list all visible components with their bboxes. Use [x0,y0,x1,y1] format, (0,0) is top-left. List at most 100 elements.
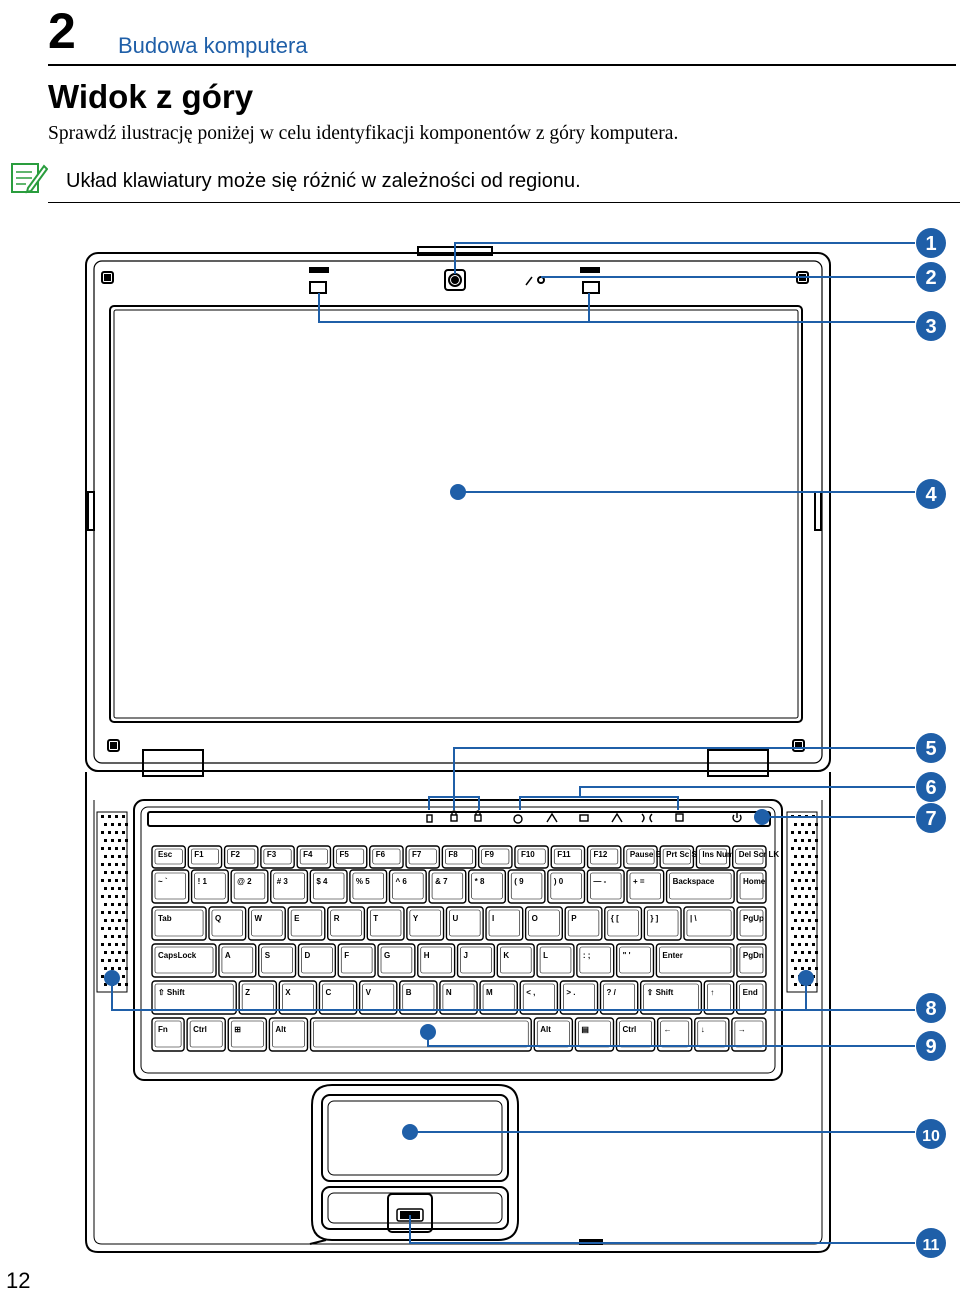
key-label: ( 9 [514,877,524,886]
speaker-hole [101,943,104,946]
speaker-hole [798,863,801,866]
key[interactable]: Home [736,869,767,904]
key[interactable]: ? / [599,980,639,1015]
key[interactable]: * 8 [467,869,507,904]
speaker-hole [122,943,125,946]
key[interactable]: ~ ` [151,869,190,904]
key[interactable]: ← [656,1017,693,1052]
key[interactable]: — - [586,869,625,904]
key[interactable]: Ctrl [615,1017,656,1052]
speaker-hole [125,839,128,842]
key[interactable]: F3 [260,845,295,869]
key[interactable]: Q [208,906,247,941]
key[interactable]: G [377,943,416,978]
key[interactable]: # 3 [270,869,309,904]
key[interactable]: M [479,980,518,1015]
key-label: < , [526,988,535,997]
callout-badge: 2 [916,262,946,292]
key[interactable]: F11 [550,845,586,869]
key[interactable]: Fn [151,1017,185,1052]
key[interactable]: F7 [405,845,441,869]
key[interactable]: A [218,943,257,978]
key[interactable]: ⇧ Shift [151,980,237,1015]
key[interactable]: ^ 6 [388,869,427,904]
key[interactable]: F [337,943,376,978]
key[interactable]: F4 [296,845,332,869]
key[interactable]: F1 [187,845,223,869]
callout-badge: 4 [916,479,946,509]
speaker-hole [798,927,801,930]
key[interactable]: L [536,943,575,978]
speaker-hole [815,919,818,922]
key[interactable]: Backspace [665,869,735,904]
key[interactable]: Tab [151,906,207,941]
key[interactable]: Y [406,906,445,941]
speaker-hole [108,895,111,898]
key[interactable]: " ' [615,943,655,978]
key[interactable]: + = [626,869,665,904]
key[interactable]: O [524,906,563,941]
key[interactable]: J [456,943,496,978]
key[interactable]: F12 [586,845,622,869]
key[interactable]: } ] [643,906,682,941]
key[interactable]: F6 [369,845,404,869]
key[interactable]: CapsLock [151,943,217,978]
key[interactable]: Ctrl [186,1017,226,1052]
key[interactable]: W [247,906,286,941]
key[interactable]: ⇧ Shift [639,980,703,1015]
key[interactable]: Esc [151,845,186,869]
speaker-hole [798,831,801,834]
key[interactable]: PgUp [736,906,767,941]
key[interactable]: P [564,906,603,941]
key[interactable]: Del Scr LK [732,845,780,869]
key[interactable]: ↓ [694,1017,730,1052]
key[interactable]: Pause Break [623,845,679,869]
speaker-hole [118,967,121,970]
key[interactable]: ↑ [703,980,735,1015]
key[interactable]: Alt [268,1017,309,1052]
key[interactable]: < , [519,980,559,1015]
key[interactable]: F2 [223,845,259,869]
key[interactable]: & 7 [428,869,467,904]
key[interactable]: T [366,906,405,941]
key[interactable]: S [257,943,297,978]
key[interactable]: U [445,906,484,941]
key[interactable]: | \ [683,906,735,941]
key[interactable]: F9 [477,845,513,869]
key[interactable]: Alt [533,1017,574,1052]
key[interactable]: $ 4 [309,869,348,904]
speaker-hole [794,967,797,970]
key[interactable]: End [735,980,767,1015]
key[interactable]: : ; [576,943,615,978]
key[interactable]: F8 [441,845,477,869]
key[interactable]: { [ [604,906,643,941]
key[interactable]: H [417,943,456,978]
key[interactable]: I [485,906,524,941]
key[interactable]: F5 [332,845,368,869]
key[interactable]: F10 [514,845,549,869]
key-label: ) 0 [554,877,564,886]
key[interactable]: ▤ [574,1017,615,1052]
key[interactable]: PgDn [736,943,767,978]
key[interactable]: ⊞ [227,1017,268,1052]
key[interactable]: Enter [655,943,735,978]
key[interactable]: V [358,980,398,1015]
key[interactable]: D [297,943,337,978]
key[interactable]: C [318,980,358,1015]
key[interactable]: ) 0 [547,869,586,904]
key[interactable]: Ins Num LK [695,845,747,869]
key[interactable]: % 5 [349,869,388,904]
key[interactable]: K [496,943,535,978]
key[interactable]: > . [559,980,599,1015]
key[interactable]: B [399,980,438,1015]
key[interactable]: ! 1 [190,869,229,904]
key[interactable]: R [327,906,366,941]
key-label: ← [664,1025,672,1034]
key[interactable]: ( 9 [507,869,546,904]
key[interactable]: N [439,980,478,1015]
key[interactable]: @ 2 [230,869,269,904]
key[interactable]: E [287,906,326,941]
key[interactable]: Prt Sc Sys Rq [659,845,719,869]
speaker-hole [122,959,125,962]
key[interactable]: Z [238,980,278,1015]
